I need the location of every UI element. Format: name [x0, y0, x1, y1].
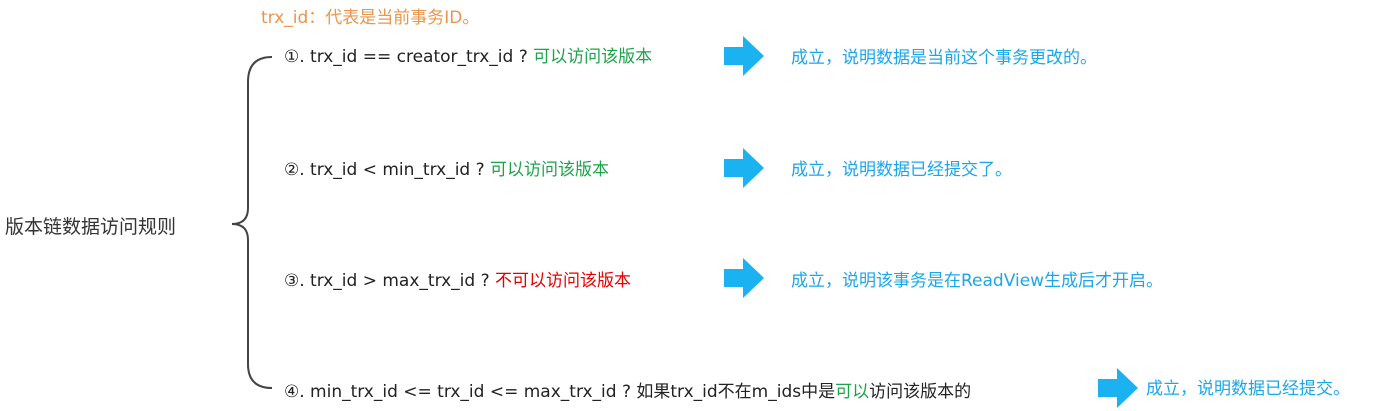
right-arrow-icon — [724, 258, 764, 298]
rule-3-text: ③. trx_id > max_trx_id ? — [284, 271, 496, 291]
right-arrow-icon — [1098, 368, 1138, 408]
rule-2-condition: ②. trx_id < min_trx_id ? 可以访问该版本 — [284, 155, 609, 180]
rule-4-text: ④. min_trx_id <= trx_id <= max_trx_id ? … — [284, 382, 836, 402]
rule-4-suffix: 访问该版本的 — [869, 382, 972, 402]
rule-1-text: ①. trx_id == creator_trx_id ? — [284, 47, 534, 67]
right-arrow-icon — [724, 148, 764, 188]
rule-4-conclusion: 成立，说明数据已经提交。 — [1146, 379, 1350, 399]
rule-3-condition: ③. trx_id > max_trx_id ? 不可以访问该版本 — [284, 266, 631, 291]
rule-3-result: 不可以访问该版本 — [495, 271, 632, 291]
right-arrow-icon — [724, 36, 764, 76]
trx-id-note: trx_id：代表是当前事务ID。 — [261, 8, 480, 28]
rule-4-result: 可以 — [835, 382, 870, 402]
rule-1-condition: ①. trx_id == creator_trx_id ? 可以访问该版本 — [284, 42, 652, 67]
rule-2-text: ②. trx_id < min_trx_id ? — [284, 160, 491, 180]
rule-1-conclusion: 成立，说明数据是当前这个事务更改的。 — [791, 48, 1097, 68]
rule-brace — [231, 56, 273, 389]
rule-4-condition: ④. min_trx_id <= trx_id <= max_trx_id ? … — [284, 377, 971, 402]
rule-2-conclusion: 成立，说明数据已经提交了。 — [791, 160, 1012, 180]
rule-1-result: 可以访问该版本 — [533, 47, 653, 67]
rule-2-result: 可以访问该版本 — [490, 160, 610, 180]
rule-3-conclusion: 成立，说明该事务是在ReadView生成后才开启。 — [791, 271, 1164, 291]
root-label: 版本链数据访问规则 — [5, 216, 177, 238]
